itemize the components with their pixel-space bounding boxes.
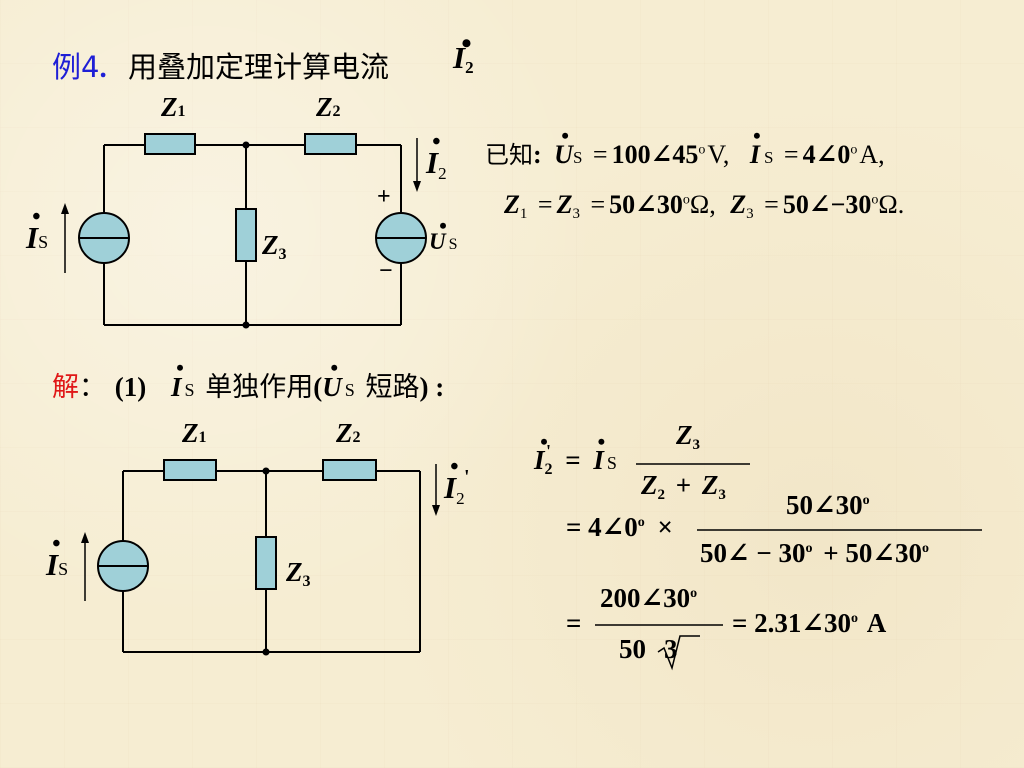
title-text: 用叠加定理计算电流 bbox=[127, 50, 389, 84]
node-dot-top-b bbox=[262, 467, 270, 475]
label-is-b: • IS bbox=[46, 531, 69, 582]
node-dot-bottom-b bbox=[262, 648, 270, 656]
impedance-z3 bbox=[235, 208, 257, 262]
equation-line3-prefix: = bbox=[566, 608, 582, 638]
equation-line2-prefix: = 4∠0o × bbox=[566, 512, 673, 542]
label-i2-b: • I2' bbox=[444, 454, 470, 508]
title-current: • I2 bbox=[453, 27, 474, 77]
impedance-z1 bbox=[144, 133, 196, 155]
node-dot-bottom bbox=[242, 321, 250, 329]
label-z2-b: Z2 bbox=[336, 418, 361, 448]
label-z1-b: Z1 bbox=[182, 418, 207, 448]
node-dot-top bbox=[242, 141, 250, 149]
label-is: • IS bbox=[26, 204, 49, 255]
label-z2: Z2 bbox=[316, 92, 341, 122]
label-plus: + bbox=[377, 184, 391, 210]
label-minus: − bbox=[379, 258, 393, 284]
page-title: 例4. 用叠加定理计算电流 bbox=[52, 50, 389, 84]
example-label: 例4 bbox=[52, 50, 100, 84]
fraction1-numerator: Z3 bbox=[676, 420, 700, 453]
fraction2-numerator: 50∠30o bbox=[786, 490, 870, 520]
equation-result: = 2.31∠30o A bbox=[732, 608, 887, 638]
label-i2: • I2 bbox=[426, 129, 447, 183]
impedance-z2 bbox=[304, 133, 357, 155]
label-z3: Z3 bbox=[262, 230, 287, 263]
label-z1: Z1 bbox=[161, 92, 186, 122]
impedance-z2-b bbox=[322, 459, 377, 481]
impedance-z1-b bbox=[163, 459, 217, 481]
impedance-z3-b bbox=[255, 536, 277, 590]
label-z3-b: Z3 bbox=[286, 557, 311, 590]
known-line-2: Z1 =Z3 =50∠30oΩ, Z3 =50∠−30oΩ. bbox=[504, 190, 905, 222]
fraction3-numerator: 200∠30o bbox=[600, 583, 698, 613]
fraction2-denominator: 50∠ − 30o + 50∠30o bbox=[700, 538, 930, 568]
fraction1-denominator: Z2 + Z3 bbox=[641, 470, 726, 503]
